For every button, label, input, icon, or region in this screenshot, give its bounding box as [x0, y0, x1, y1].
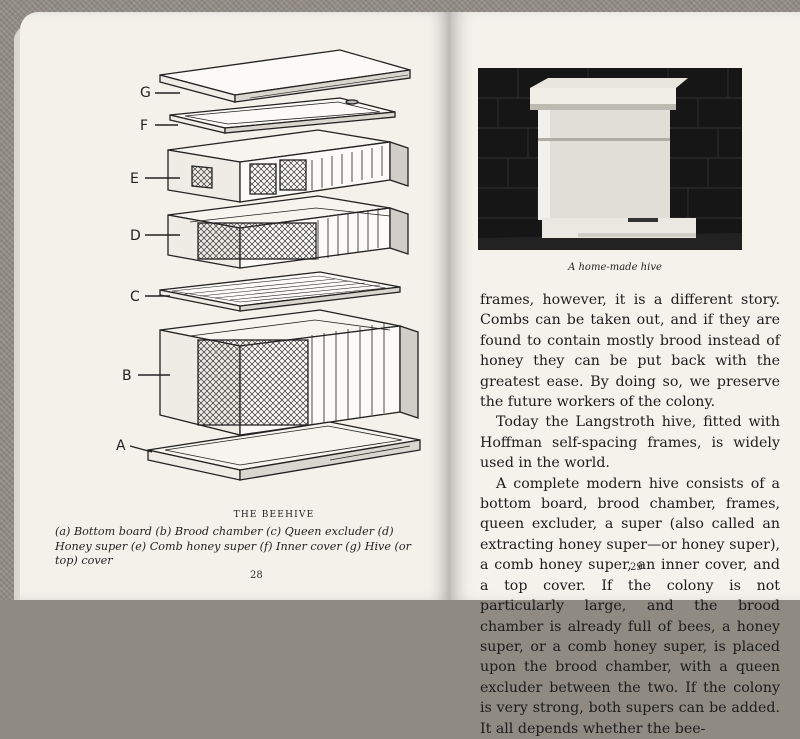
brood-chamber-illustration — [159, 309, 419, 436]
paragraph: A complete modern hive consists of a bot… — [480, 475, 780, 737]
hive-photo-image — [478, 68, 742, 250]
paragraph: Today the Langstroth hive, fitted with H… — [480, 414, 780, 472]
page-number-right: 29 — [630, 562, 643, 573]
body-text: frames, however, it is a different story… — [480, 290, 780, 739]
photo-caption: A home-made hive — [568, 262, 662, 273]
label-a: A — [116, 438, 126, 454]
figure-caption-title: THE BEEHIVE — [233, 510, 315, 520]
label-b: B — [122, 368, 132, 384]
figure-caption-text: (a) Bottom board (b) Brood chamber (c) Q… — [55, 525, 411, 567]
hive-photo — [478, 68, 742, 250]
beehive-diagram — [129, 49, 421, 481]
honey-super-illustration — [167, 195, 409, 269]
inner-cover-illustration — [169, 97, 396, 134]
bottom-board-illustration — [147, 421, 421, 481]
queen-excluder-illustration — [159, 271, 401, 312]
label-e: E — [130, 171, 139, 187]
page-number-left: 28 — [250, 570, 263, 581]
comb-honey-super-illustration — [167, 129, 409, 203]
label-c: C — [130, 289, 140, 305]
label-d: D — [130, 228, 141, 244]
label-f: F — [140, 118, 149, 134]
label-g: G — [140, 85, 151, 101]
paragraph: frames, however, it is a different story… — [480, 292, 780, 411]
top-cover-illustration — [159, 49, 411, 103]
